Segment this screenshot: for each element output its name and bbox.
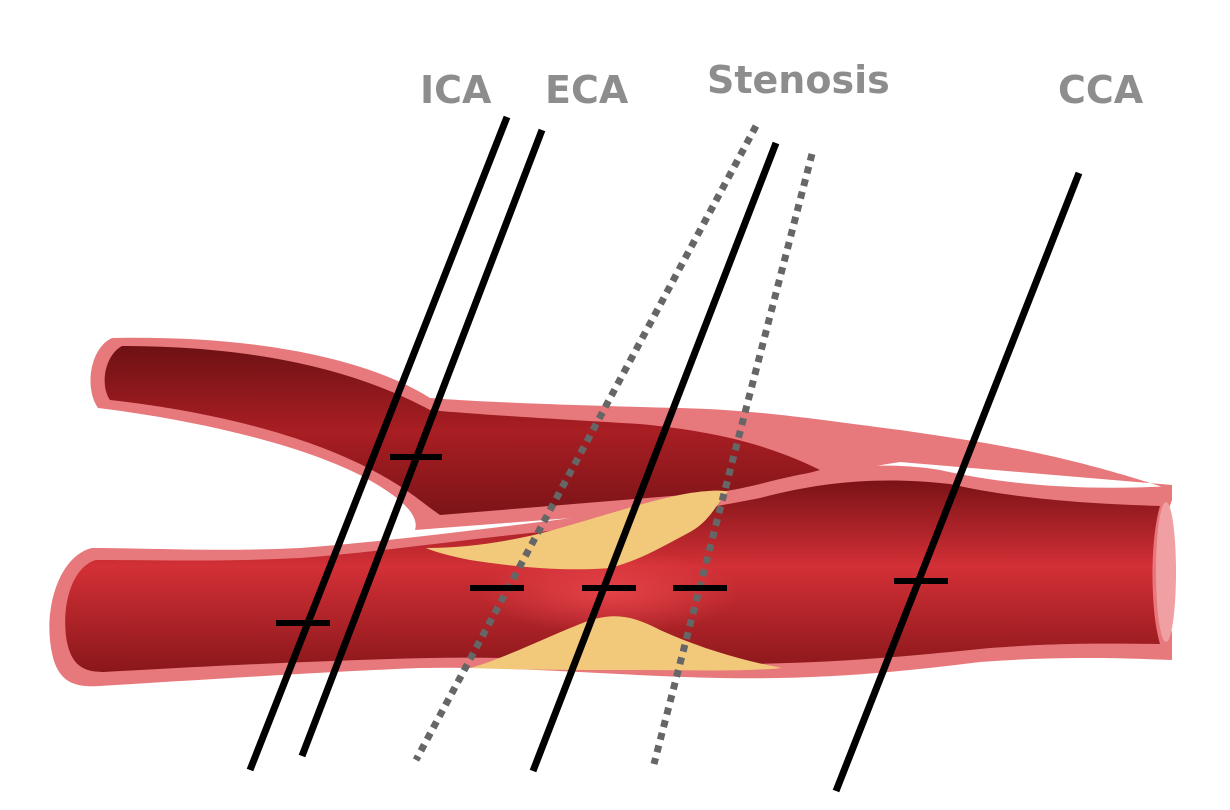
label-ica: ICA — [420, 68, 492, 112]
measurement-lines — [246, 115, 1083, 793]
stenosis-dotted-line-left — [412, 124, 760, 762]
plaque-upper — [426, 490, 728, 570]
stenosis-flow-glow — [480, 550, 740, 634]
stenosis-dotted-line-right — [650, 153, 816, 765]
stenosis-line — [529, 141, 780, 773]
ica-line-1 — [246, 115, 511, 772]
cca-line — [832, 171, 1083, 793]
eca-line — [298, 128, 546, 758]
plaque-lower — [470, 616, 782, 671]
upper-branch-lumen — [104, 346, 821, 515]
cca-opening — [1156, 502, 1176, 642]
label-eca: ECA — [545, 68, 629, 112]
tick-marks — [276, 454, 948, 626]
label-cca: CCA — [1058, 68, 1144, 112]
label-stenosis: Stenosis — [707, 58, 890, 102]
labels: ICA ECA Stenosis CCA — [420, 58, 1144, 112]
